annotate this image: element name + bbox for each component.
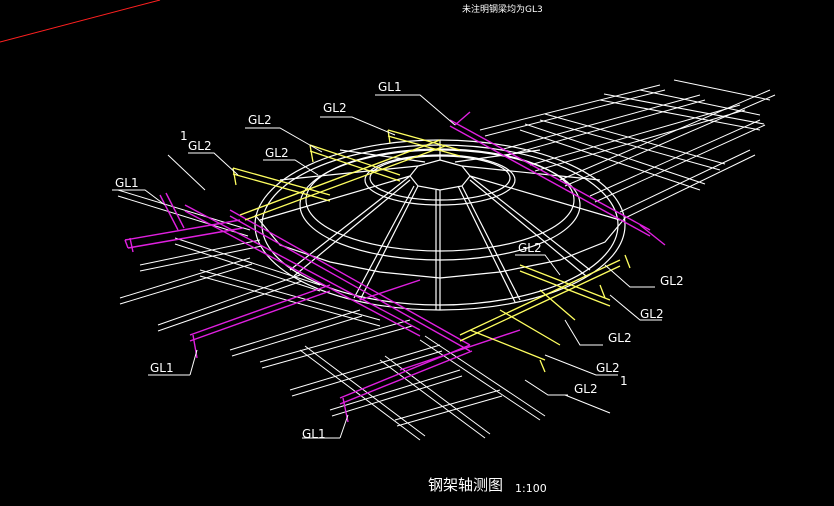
label-gl1-left: GL1 (115, 176, 139, 190)
label-gl2-f: GL2 (660, 274, 684, 288)
grid-upper-right (479, 79, 776, 219)
gl2-beams (232, 129, 631, 373)
gl1-beams (124, 111, 666, 423)
red-reference-line (0, 0, 161, 43)
drawing-title: 钢架轴测图 (428, 476, 503, 494)
label-gl2-d: GL2 (265, 146, 289, 160)
leader-lines (112, 94, 662, 439)
label-gl2-h: GL2 (608, 331, 632, 345)
label-gl2-b: GL2 (248, 113, 272, 127)
label-gl1-top: GL1 (378, 80, 402, 94)
label-gl1-bottom: GL1 (302, 427, 326, 441)
label-gl2-i: GL2 (596, 361, 620, 375)
label-gl2-e: GL2 (518, 241, 542, 255)
section-mark-right: 1 (620, 374, 628, 388)
section-mark-left: 1 (180, 129, 188, 143)
label-gl1-bottom-left: GL1 (150, 361, 174, 375)
label-gl2-g: GL2 (640, 307, 664, 321)
drawing-note: 未注明钢梁均为GL3 (462, 3, 543, 15)
grid-lower-left (117, 189, 546, 441)
label-gl2-c: GL2 (188, 139, 212, 153)
drawing-scale: 1:100 (515, 482, 547, 495)
label-gl2-a: GL2 (323, 101, 347, 115)
label-gl2-j: GL2 (574, 382, 598, 396)
